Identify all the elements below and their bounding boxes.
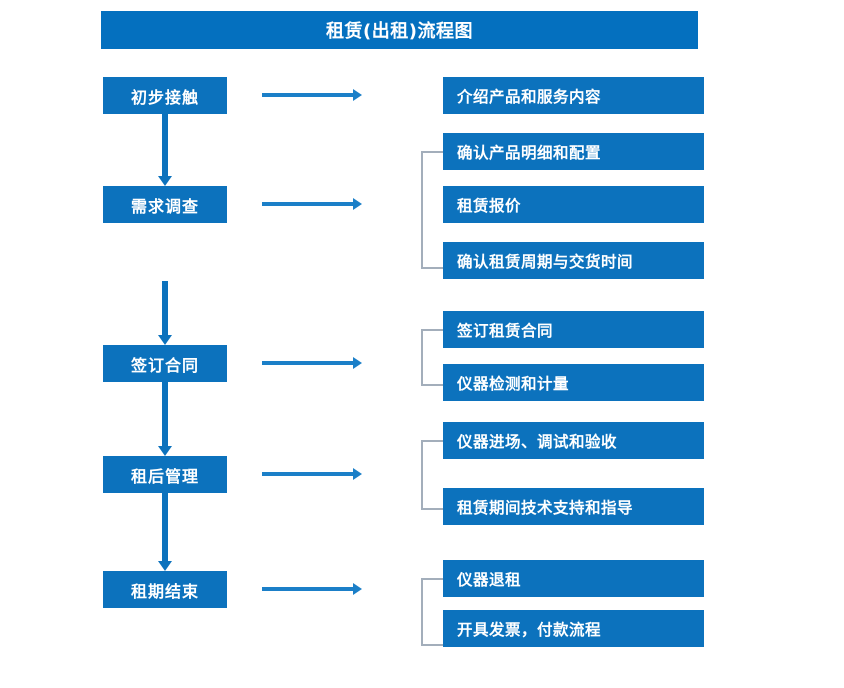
arrow-head [158,176,172,186]
stage-node-lease-end[interactable]: 租期结束 [103,571,227,608]
stage-node-post-rent-management[interactable]: 租后管理 [103,456,227,493]
arrow-shaft [262,361,354,365]
arrow-sign-contract-to-post-rent [156,382,174,456]
detail-node-confirm-product-details[interactable]: 确认产品明细和配置 [443,133,704,170]
arrow-head [158,561,172,571]
stage-node-initial-contact[interactable]: 初步接触 [103,77,227,114]
bracket-lease-end-group [421,578,443,646]
detail-node-invoice-payment[interactable]: 开具发票，付款流程 [443,610,704,647]
detail-node-confirm-lease-period[interactable]: 确认租赁周期与交货时间 [443,242,704,279]
arrow-head [353,583,362,595]
arrow-initial-contact-to-demand-survey [156,114,174,186]
arrow-demand-survey-to-sign-contract [156,281,174,345]
arrow-shaft [162,493,168,561]
page-title: 租赁(出租)流程图 [101,11,698,49]
arrow-head [158,446,172,456]
arrow-demand-survey-to-details [262,197,362,211]
arrow-shaft [162,114,168,176]
arrow-lease-end-to-details [262,582,362,596]
arrow-shaft [162,382,168,446]
arrow-head [158,335,172,345]
arrow-head [353,198,362,210]
arrow-post-rent-to-lease-end [156,493,174,571]
arrow-shaft [162,281,168,335]
arrow-shaft [262,93,354,97]
detail-node-rental-quotation[interactable]: 租赁报价 [443,186,704,223]
arrow-head [353,468,362,480]
detail-node-sign-rental-contract[interactable]: 签订租赁合同 [443,311,704,348]
bracket-demand-survey-group [421,151,443,269]
arrow-post-rent-to-details [262,467,362,481]
arrow-sign-contract-to-details [262,356,362,370]
arrow-head [353,89,362,101]
arrow-shaft [262,202,354,206]
arrow-initial-contact-to-details [262,88,362,102]
bracket-sign-contract-group [421,329,443,386]
detail-node-instrument-entry-commission[interactable]: 仪器进场、调试和验收 [443,422,704,459]
bracket-post-rent-group [421,440,443,510]
stage-node-demand-survey[interactable]: 需求调查 [103,186,227,223]
detail-node-instrument-return[interactable]: 仪器退租 [443,560,704,597]
arrow-shaft [262,587,354,591]
detail-node-instrument-inspection[interactable]: 仪器检测和计量 [443,364,704,401]
stage-node-sign-contract[interactable]: 签订合同 [103,345,227,382]
detail-node-introduce-products[interactable]: 介绍产品和服务内容 [443,77,704,114]
detail-node-technical-support[interactable]: 租赁期间技术支持和指导 [443,488,704,525]
arrow-head [353,357,362,369]
arrow-shaft [262,472,354,476]
